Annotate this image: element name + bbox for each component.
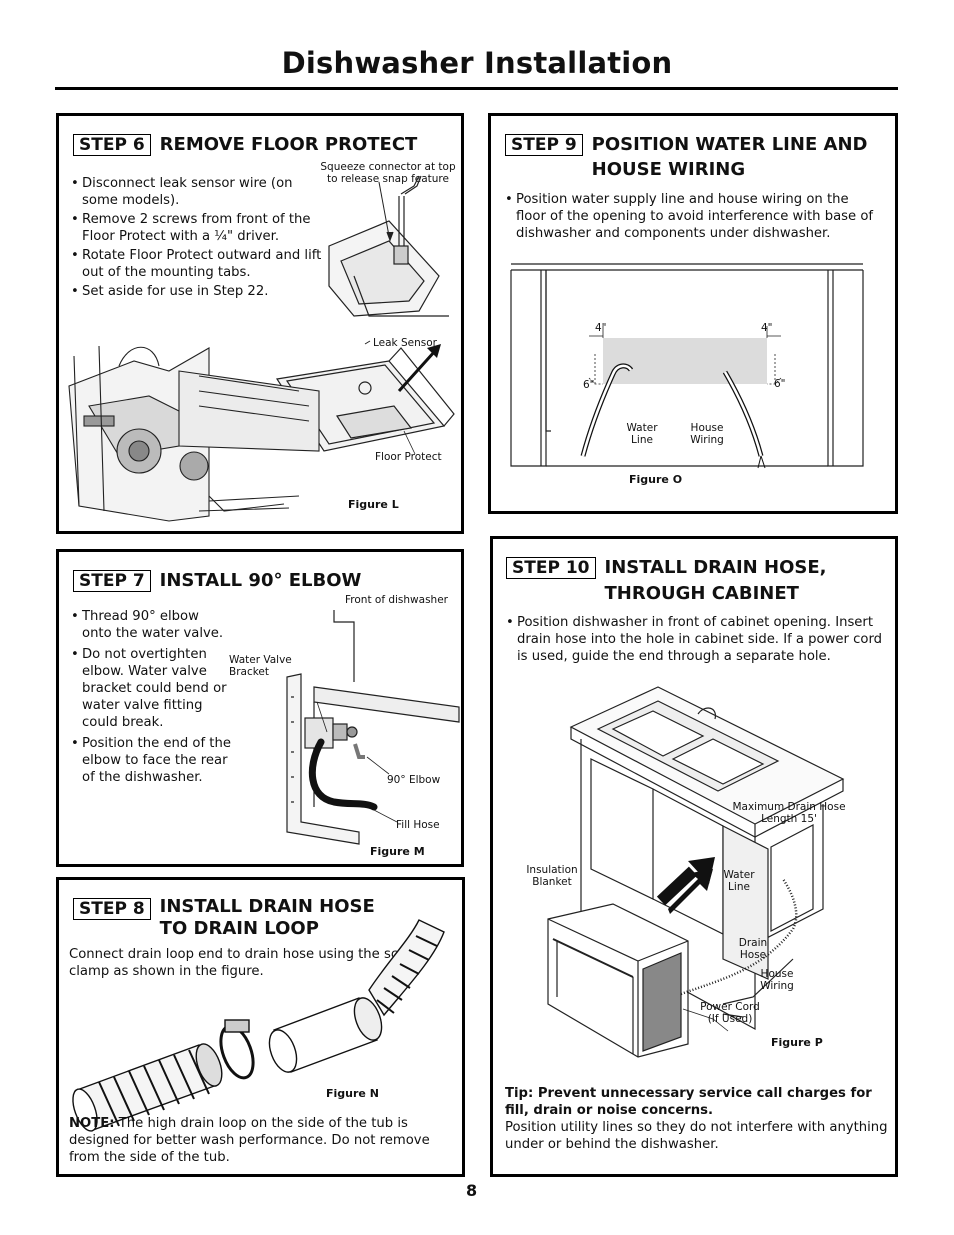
tip-text: Position utility lines so they do not in… [505,1120,888,1152]
step9-bullet: Position water supply line and house wir… [505,191,880,242]
step7-header: STEP 7 INSTALL 90° ELBOW [73,570,361,593]
dim-6-right: 6" [774,378,786,390]
figure-n-illustration [72,919,445,1132]
step6-bullet: Rotate Floor Protect outward and lift ou… [71,247,331,281]
step8-note: NOTE: The high drain loop on the side of… [69,1115,449,1166]
water-line-label: Water Line [626,422,658,446]
figure-n-caption: Figure N [326,1087,379,1100]
figure-l-illustration [68,175,455,522]
step7-panel: STEP 7 INSTALL 90° ELBOW Thread 90° elbo… [56,549,464,867]
step8-note-text: The high drain loop on the side of the t… [69,1116,430,1165]
step7-bullets: Thread 90° elbow onto the water valve. D… [71,608,231,788]
step10-badge: STEP 10 [506,557,596,579]
step8-header: STEP 8 INSTALL DRAIN HOSE TO DRAIN LOOP [73,896,400,940]
step8-panel: STEP 8 INSTALL DRAIN HOSE TO DRAIN LOOP … [56,877,465,1177]
figure-p-illustration [547,686,845,1058]
step7-bullet: Thread 90° elbow onto the water valve. [71,608,231,642]
figure-m-caption: Figure M [370,845,425,858]
step6-bullet: Remove 2 screws from front of the Floor … [71,211,331,245]
step8-badge: STEP 8 [73,898,151,920]
step7-badge: STEP 7 [73,570,151,592]
dim-6-left: 6" [583,379,595,391]
step9-bullets: Position water supply line and house wir… [505,191,880,244]
fill-hose-label: Fill Hose [396,819,440,831]
step6-bullet: Disconnect leak sensor wire (on some mod… [71,175,331,209]
floor-protect-label: Floor Protect [375,451,442,463]
water-line-label-p: Water Line [723,869,755,893]
figure-m-illustration [286,610,460,845]
step8-note-label: NOTE: [69,1116,115,1131]
step10-header: STEP 10 INSTALL DRAIN HOSE, THROUGH CABI… [506,557,835,607]
step9-header: STEP 9 POSITION WATER LINE AND HOUSE WIR… [505,134,872,182]
dim-4-left: 4" [595,322,607,334]
step9-title: POSITION WATER LINE AND HOUSE WIRING [591,134,868,180]
step10-panel: STEP 10 INSTALL DRAIN HOSE, THROUGH CABI… [490,536,898,1177]
figure-p-caption: Figure P [771,1036,823,1049]
step6-title: REMOVE FLOOR PROTECT [159,134,418,155]
leak-sensor-label: Leak Sensor [373,337,437,349]
title-rule [55,87,898,90]
step6-header: STEP 6 REMOVE FLOOR PROTECT [73,134,417,157]
step10-bullets: Position dishwasher in front of cabinet … [506,614,886,667]
dim-4-right: 4" [761,322,773,334]
step8-intro: Connect drain loop end to drain hose usi… [69,947,423,979]
step6-badge: STEP 6 [73,134,151,156]
drain-hose-label: Drain Hose [738,937,768,961]
step9-panel: STEP 9 POSITION WATER LINE AND HOUSE WIR… [488,113,898,514]
water-valve-bracket-label: Water Valve Bracket [229,654,292,678]
elbow-label: 90° Elbow [387,774,441,786]
step6-bullets: Disconnect leak sensor wire (on some mod… [71,175,331,302]
step7-bullet: Position the end of the elbow to face th… [71,735,231,786]
house-wiring-label-p: House Wiring [760,968,794,992]
max-drain-hose-label: Maximum Drain Hose Length 15' [732,801,846,825]
step8-title: INSTALL DRAIN HOSE TO DRAIN LOOP [159,896,375,939]
page-number: 8 [466,1181,478,1200]
step6-panel: STEP 6 REMOVE FLOOR PROTECT Disconnect l… [56,113,464,534]
step6-bullet: Set aside for use in Step 22. [71,283,331,300]
front-of-dishwasher-label: Front of dishwasher [345,594,448,606]
step9-badge: STEP 9 [505,134,583,156]
step10-title: INSTALL DRAIN HOSE, THROUGH CABINET [604,557,827,604]
insulation-blanket-label: Insulation Blanket [526,864,578,888]
tip-bold: Tip: Prevent unnecessary service call ch… [505,1086,872,1118]
figure-o-illustration [510,263,864,469]
house-wiring-label: House Wiring [690,422,724,446]
power-cord-label: Power Cord (If Used) [700,1001,760,1025]
step7-bullet: Do not overtighten elbow. Water valve br… [71,646,231,731]
figure-l-caption: Figure L [348,498,399,511]
figure-o-caption: Figure O [629,473,683,486]
step7-title: INSTALL 90° ELBOW [159,570,362,591]
page-title: Dishwasher Installation [281,46,673,80]
step10-bullet: Position dishwasher in front of cabinet … [506,614,886,665]
